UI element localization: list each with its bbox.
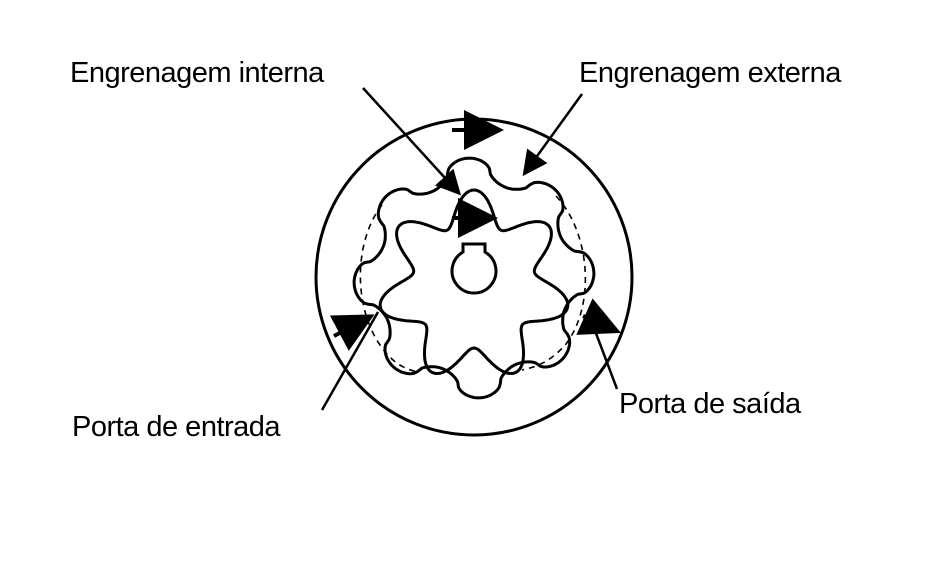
inlet-flow-arrow [329,314,375,351]
inlet-port-label: Porta de entrada [72,411,281,443]
internal-gear-label: Engrenagem interna [70,57,324,89]
shaft-keyway-bore [450,242,498,295]
internal-gear [378,188,570,375]
internal-gear-leader-line [362,87,462,196]
external-gear-leader-line [522,93,584,177]
inlet-port-outline [359,204,419,373]
external-gear-label: Engrenagem externa [579,57,841,89]
outlet-flow-arrow [576,298,621,335]
outlet-port-label: Porta de saída [619,388,801,420]
